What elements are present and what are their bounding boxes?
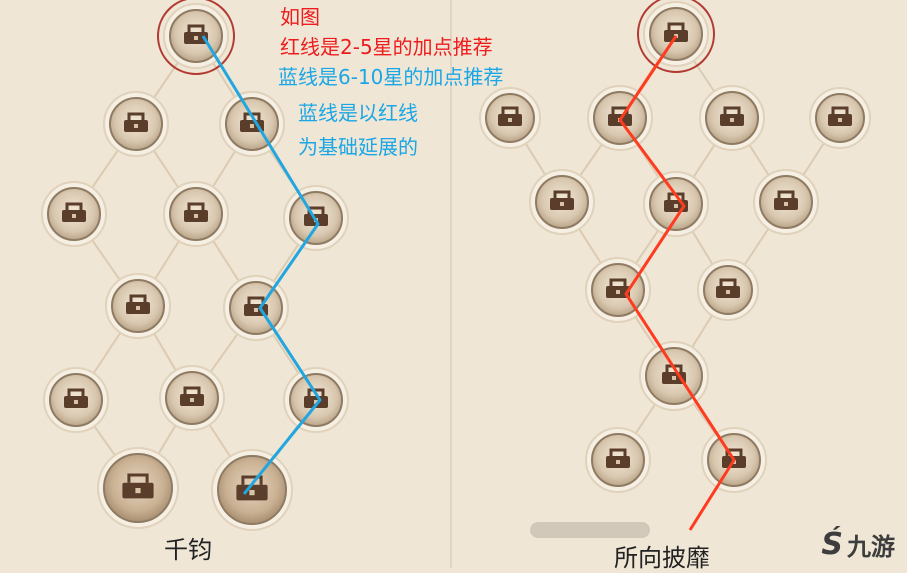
lock-icon: [124, 112, 148, 132]
logo-text: 九游: [847, 533, 895, 561]
left-talent-node-8[interactable]: [43, 367, 109, 433]
jiuyou-logo: Ś 九游: [821, 527, 895, 562]
left-talent-node-4[interactable]: [163, 181, 229, 247]
lock-icon: [236, 475, 268, 501]
blurred-watermark: [530, 522, 650, 538]
left-talent-node-2[interactable]: [219, 91, 285, 157]
right-talent-node-0[interactable]: [637, 0, 715, 73]
left-talent-node-9[interactable]: [159, 365, 225, 431]
right-talent-node-6[interactable]: [643, 171, 709, 237]
annotation-line-3: 蓝线是6-10星的加点推荐: [278, 65, 504, 89]
lock-icon: [550, 190, 574, 210]
left-talent-node-1[interactable]: [103, 91, 169, 157]
right-talent-node-11[interactable]: [585, 427, 651, 493]
annotation-line-5: 为基础延展的: [298, 135, 418, 159]
annotation-line-1: 如图: [280, 5, 320, 29]
left-talent-node-12[interactable]: [211, 449, 293, 531]
right-tree-name: 所向披靡: [614, 544, 710, 572]
lock-icon: [720, 106, 744, 126]
right-talent-node-9[interactable]: [697, 259, 759, 321]
lock-icon: [62, 202, 86, 222]
jiuyou-logo-icon: Ś: [821, 527, 843, 562]
left-tree-name: 千钧: [164, 536, 212, 564]
left-talent-node-11[interactable]: [97, 447, 179, 529]
lock-icon: [184, 202, 208, 222]
left-talent-node-10[interactable]: [283, 367, 349, 433]
left-talent-node-0[interactable]: [157, 0, 235, 75]
right-talent-node-10[interactable]: [639, 341, 709, 411]
left-talent-node-3[interactable]: [41, 181, 107, 247]
lock-icon: [828, 106, 852, 126]
red-recommend-path: [618, 35, 736, 531]
left-talent-node-6[interactable]: [105, 273, 171, 339]
right-talent-node-4[interactable]: [809, 87, 871, 149]
lock-icon: [304, 388, 328, 408]
right-talent-node-1[interactable]: [479, 87, 541, 149]
right-talent-node-3[interactable]: [699, 85, 765, 151]
annotation-line-4: 蓝线是以红线: [298, 101, 418, 125]
left-talent-node-7[interactable]: [223, 275, 289, 341]
lock-icon: [774, 190, 798, 210]
lock-icon: [126, 294, 150, 314]
blue-recommend-path: [201, 35, 322, 495]
lock-icon: [180, 386, 204, 406]
annotation-line-2: 红线是2-5星的加点推荐: [280, 35, 493, 59]
selected-ring-icon: [157, 0, 235, 75]
lock-icon: [498, 106, 522, 126]
right-talent-node-7[interactable]: [753, 169, 819, 235]
lock-icon: [716, 278, 740, 298]
right-talent-node-5[interactable]: [529, 169, 595, 235]
right-talent-node-8[interactable]: [585, 257, 651, 323]
lock-icon: [122, 473, 154, 499]
selected-ring-icon: [637, 0, 715, 73]
lock-icon: [606, 278, 630, 298]
lock-icon: [64, 388, 88, 408]
lock-icon: [184, 24, 208, 44]
lock-icon: [606, 448, 630, 468]
